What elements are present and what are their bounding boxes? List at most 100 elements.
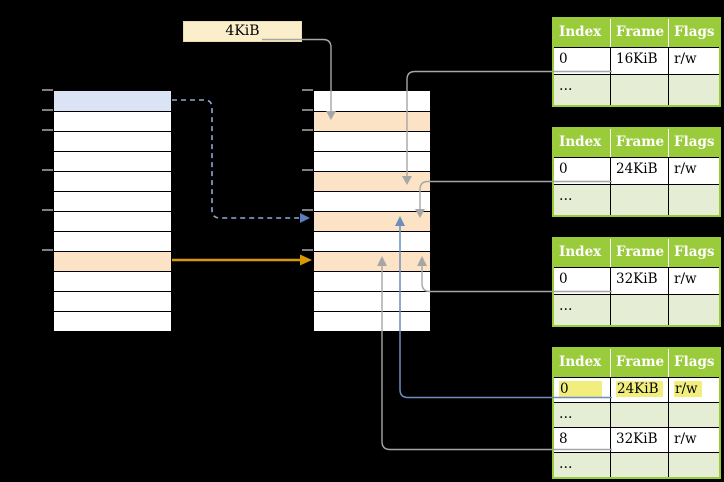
address-tick — [42, 89, 53, 91]
table-header-cell: Frame — [610, 239, 668, 267]
table-cell — [610, 294, 668, 325]
memory-row — [314, 91, 430, 111]
memory-row — [54, 131, 171, 151]
memory-row — [314, 271, 430, 291]
table-header-cell: Frame — [610, 349, 668, 377]
table-row: 0 24KiB r/w — [554, 377, 719, 402]
table-cell: 24KiB — [610, 377, 668, 402]
table-cell — [610, 402, 668, 427]
address-tick — [302, 109, 313, 111]
table-cell — [668, 184, 719, 215]
table-cell: 0 — [554, 267, 610, 294]
table-cell: … — [554, 74, 610, 105]
table-cell — [668, 452, 719, 477]
table-header-cell: Flags — [668, 239, 719, 267]
address-tick — [302, 89, 313, 91]
table-cell: 8 — [554, 427, 610, 452]
left-memory-column — [53, 90, 172, 332]
memory-row — [54, 171, 171, 191]
table-header-cell: Index — [554, 19, 610, 47]
table-cell — [668, 294, 719, 325]
table-cell: r/w — [668, 427, 719, 452]
memory-row — [314, 191, 430, 211]
memory-row — [54, 291, 171, 311]
memory-row — [314, 151, 430, 171]
table-cell — [610, 452, 668, 477]
page-size-label: 4KiB — [225, 23, 260, 39]
memory-row — [314, 251, 430, 271]
table-cell: … — [554, 294, 610, 325]
arrow-virtual-page-dashed — [172, 99, 310, 223]
highlighted-value: 24KiB — [616, 381, 663, 397]
memory-row — [54, 231, 171, 251]
memory-row — [54, 191, 171, 211]
memory-row — [314, 171, 430, 191]
address-tick — [302, 169, 313, 171]
memory-row — [54, 311, 171, 331]
memory-row — [54, 91, 171, 111]
memory-row — [54, 271, 171, 291]
table-row: … — [554, 402, 719, 427]
address-tick — [42, 169, 53, 171]
memory-row — [314, 131, 430, 151]
table-cell: r/w — [668, 267, 719, 294]
table-header-cell: Frame — [610, 19, 668, 47]
table-cell: … — [554, 184, 610, 215]
memory-row — [54, 151, 171, 171]
right-memory-column — [313, 90, 431, 332]
table-cell: 24KiB — [610, 157, 668, 184]
table-row: … — [554, 294, 719, 325]
highlighted-value: 0 — [559, 381, 602, 397]
table-cell: r/w — [668, 377, 719, 402]
address-tick — [42, 129, 53, 131]
table-row: … — [554, 74, 719, 105]
table-cell: 32KiB — [610, 427, 668, 452]
address-tick — [42, 109, 53, 111]
table-header-cell: Index — [554, 349, 610, 377]
address-tick — [302, 129, 313, 131]
arrow-virtual-page-orange — [172, 254, 312, 266]
table-header-cell: Frame — [610, 129, 668, 157]
table-cell: r/w — [668, 47, 719, 74]
table-header-cell: Index — [554, 129, 610, 157]
memory-row — [54, 211, 171, 231]
memory-row — [314, 311, 430, 331]
memory-row — [314, 231, 430, 251]
table-cell: r/w — [668, 157, 719, 184]
memory-row — [314, 111, 430, 131]
address-tick — [42, 249, 53, 251]
memory-row — [314, 211, 430, 231]
table-cell — [668, 74, 719, 105]
table-header-cell: Flags — [668, 129, 719, 157]
memory-row — [54, 111, 171, 131]
address-tick — [302, 209, 313, 211]
table-header-cell: Flags — [668, 19, 719, 47]
table-cell — [610, 184, 668, 215]
table-cell: … — [554, 402, 610, 427]
table-cell: 0 — [554, 377, 610, 402]
table-header-cell: Flags — [668, 349, 719, 377]
address-tick — [42, 209, 53, 211]
table-cell — [610, 74, 668, 105]
highlighted-value: r/w — [674, 381, 702, 397]
page-size-label-box: 4KiB — [183, 21, 302, 42]
memory-row — [314, 291, 430, 311]
memory-row — [54, 251, 171, 271]
table-cell — [668, 402, 719, 427]
table-cell: 0 — [554, 47, 610, 74]
table-header-cell: Index — [554, 239, 610, 267]
table-row: … — [554, 184, 719, 215]
address-tick — [302, 249, 313, 251]
table-cell: … — [554, 452, 610, 477]
table-cell: 32KiB — [610, 267, 668, 294]
table-cell: 16KiB — [610, 47, 668, 74]
